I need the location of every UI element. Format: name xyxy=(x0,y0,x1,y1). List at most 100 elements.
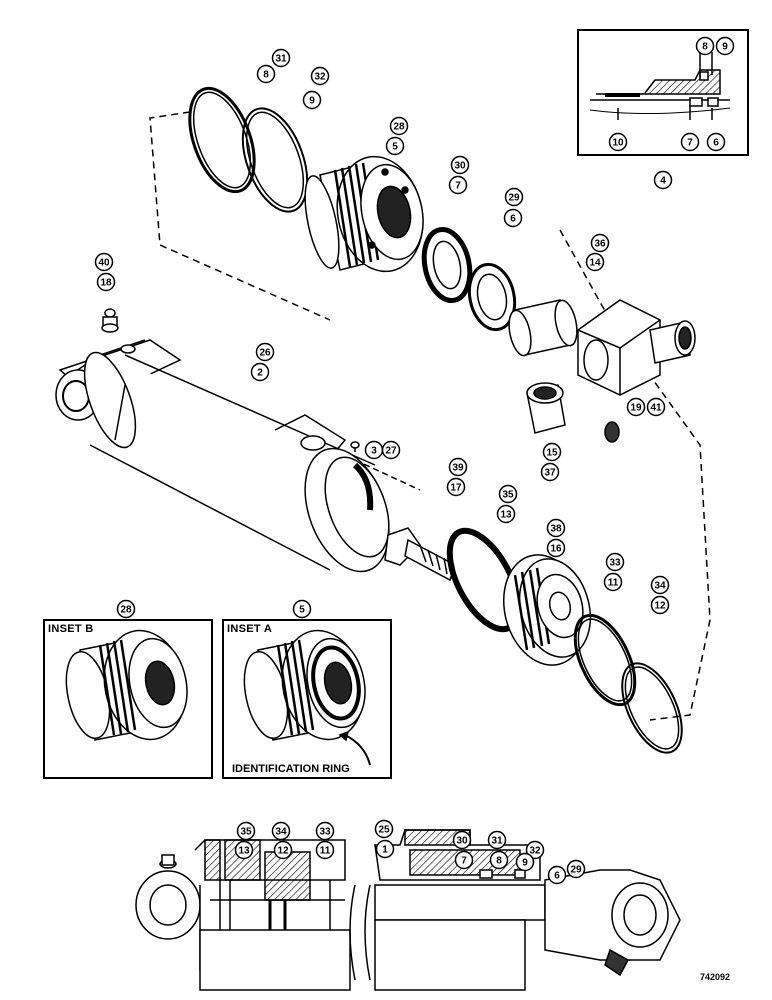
callout-number: 11 xyxy=(608,578,619,589)
backup-ring-9 xyxy=(241,107,309,213)
callout-number: 15 xyxy=(546,448,558,459)
callout-number: 1 xyxy=(382,845,388,856)
callout-number: 28 xyxy=(393,122,405,133)
callout-c5: 5 xyxy=(385,136,405,156)
piston-nut-17 xyxy=(384,527,456,582)
callout-c36: 36 xyxy=(590,233,610,253)
callout-c38: 38 xyxy=(546,518,566,538)
callout-number: 33 xyxy=(609,558,621,569)
callout-c3: 3 xyxy=(364,440,384,460)
cylinder-barrel-2 xyxy=(55,339,390,573)
callout-number: 7 xyxy=(455,181,461,192)
callout-number: 7 xyxy=(687,138,693,149)
callout-s30: 30 xyxy=(452,830,472,850)
inset-b-box xyxy=(43,619,213,779)
callout-c32: 32 xyxy=(310,66,330,86)
bushing-right xyxy=(649,320,696,364)
callout-number: 11 xyxy=(320,846,331,857)
rod-guide-5 xyxy=(304,155,424,273)
callout-c39: 39 xyxy=(448,457,468,477)
callout-c6: 6 xyxy=(503,208,523,228)
callout-number: 18 xyxy=(100,278,112,289)
assembled-cylinder-section xyxy=(135,829,681,991)
callout-number: 34 xyxy=(654,581,666,592)
callout-number: 34 xyxy=(275,827,287,838)
callout-s9: 9 xyxy=(515,852,535,872)
callout-number: 25 xyxy=(378,825,390,836)
callout-number: 12 xyxy=(654,601,666,612)
callout-s31: 31 xyxy=(487,830,507,850)
callout-c15: 15 xyxy=(542,442,562,462)
callout-i4_6: 6 xyxy=(706,132,726,152)
callout-number: 7 xyxy=(461,856,467,867)
callout-number: 12 xyxy=(277,846,289,857)
callout-s8: 8 xyxy=(489,850,509,870)
callout-number: 32 xyxy=(314,72,326,83)
callout-number: 13 xyxy=(238,846,250,857)
callout-i4_10: 10 xyxy=(608,132,628,152)
callout-number: 5 xyxy=(392,142,398,153)
callout-number: 4 xyxy=(660,176,666,187)
callout-c30: 30 xyxy=(450,155,470,175)
callout-insB_28: 28 xyxy=(116,599,136,619)
callout-i4_8: 8 xyxy=(695,36,715,56)
callout-number: 35 xyxy=(240,827,252,838)
callout-s35: 35 xyxy=(236,821,256,841)
callout-number: 17 xyxy=(450,483,462,494)
callout-c19: 19 xyxy=(626,397,646,417)
callout-number: 10 xyxy=(612,138,624,149)
callout-s13: 13 xyxy=(234,840,254,860)
callout-s25: 25 xyxy=(374,819,394,839)
callout-number: 9 xyxy=(309,96,315,107)
setscrew-19 xyxy=(604,421,620,443)
callout-number: 26 xyxy=(259,348,271,359)
callout-number: 31 xyxy=(275,54,287,65)
callout-number: 5 xyxy=(299,605,305,616)
callout-number: 33 xyxy=(319,827,331,838)
callout-s32: 32 xyxy=(525,840,545,860)
callout-number: 36 xyxy=(594,239,606,250)
callout-insA_5: 5 xyxy=(292,599,312,619)
callout-i4_9: 9 xyxy=(715,36,735,56)
callout-c2: 2 xyxy=(250,362,270,382)
rod-end-14 xyxy=(508,299,661,396)
callout-c7: 7 xyxy=(448,175,468,195)
callout-number: 29 xyxy=(508,193,520,204)
callout-number: 30 xyxy=(454,161,466,172)
callout-number: 8 xyxy=(496,856,502,867)
callout-number: 2 xyxy=(257,368,263,379)
inset-a-box xyxy=(222,619,392,779)
callout-s1: 1 xyxy=(375,839,395,859)
callout-number: 39 xyxy=(452,463,464,474)
inset-a-label: INSET A xyxy=(227,623,273,635)
callout-s34: 34 xyxy=(271,821,291,841)
callout-number: 9 xyxy=(722,42,728,53)
callout-number: 8 xyxy=(702,42,708,53)
wiper-seal-6 xyxy=(467,262,517,332)
callout-c11: 11 xyxy=(603,572,623,592)
callout-s29: 29 xyxy=(566,859,586,879)
piston-16 xyxy=(502,554,592,666)
callout-c18: 18 xyxy=(96,272,116,292)
grease-fitting-18 xyxy=(101,308,119,333)
callout-c37: 37 xyxy=(540,462,560,482)
callout-c14: 14 xyxy=(585,252,605,272)
callout-number: 6 xyxy=(713,138,719,149)
callout-c16: 16 xyxy=(546,538,566,558)
callout-number: 38 xyxy=(550,524,562,535)
callout-number: 31 xyxy=(491,836,503,847)
callout-c8a: 8 xyxy=(256,64,276,84)
callout-c12: 12 xyxy=(650,595,670,615)
callout-i4_7: 7 xyxy=(680,132,700,152)
callout-number: 14 xyxy=(589,258,601,269)
callout-number: 40 xyxy=(98,258,110,269)
callout-number: 35 xyxy=(502,490,514,501)
callout-c27: 27 xyxy=(381,440,401,460)
callout-number: 27 xyxy=(385,446,397,457)
callout-s11: 11 xyxy=(315,840,335,860)
callout-c13: 13 xyxy=(496,504,516,524)
callout-c40: 40 xyxy=(94,252,114,272)
wiper-ring-8 xyxy=(188,86,256,194)
callout-number: 13 xyxy=(500,510,512,521)
callout-c26: 26 xyxy=(255,342,275,362)
